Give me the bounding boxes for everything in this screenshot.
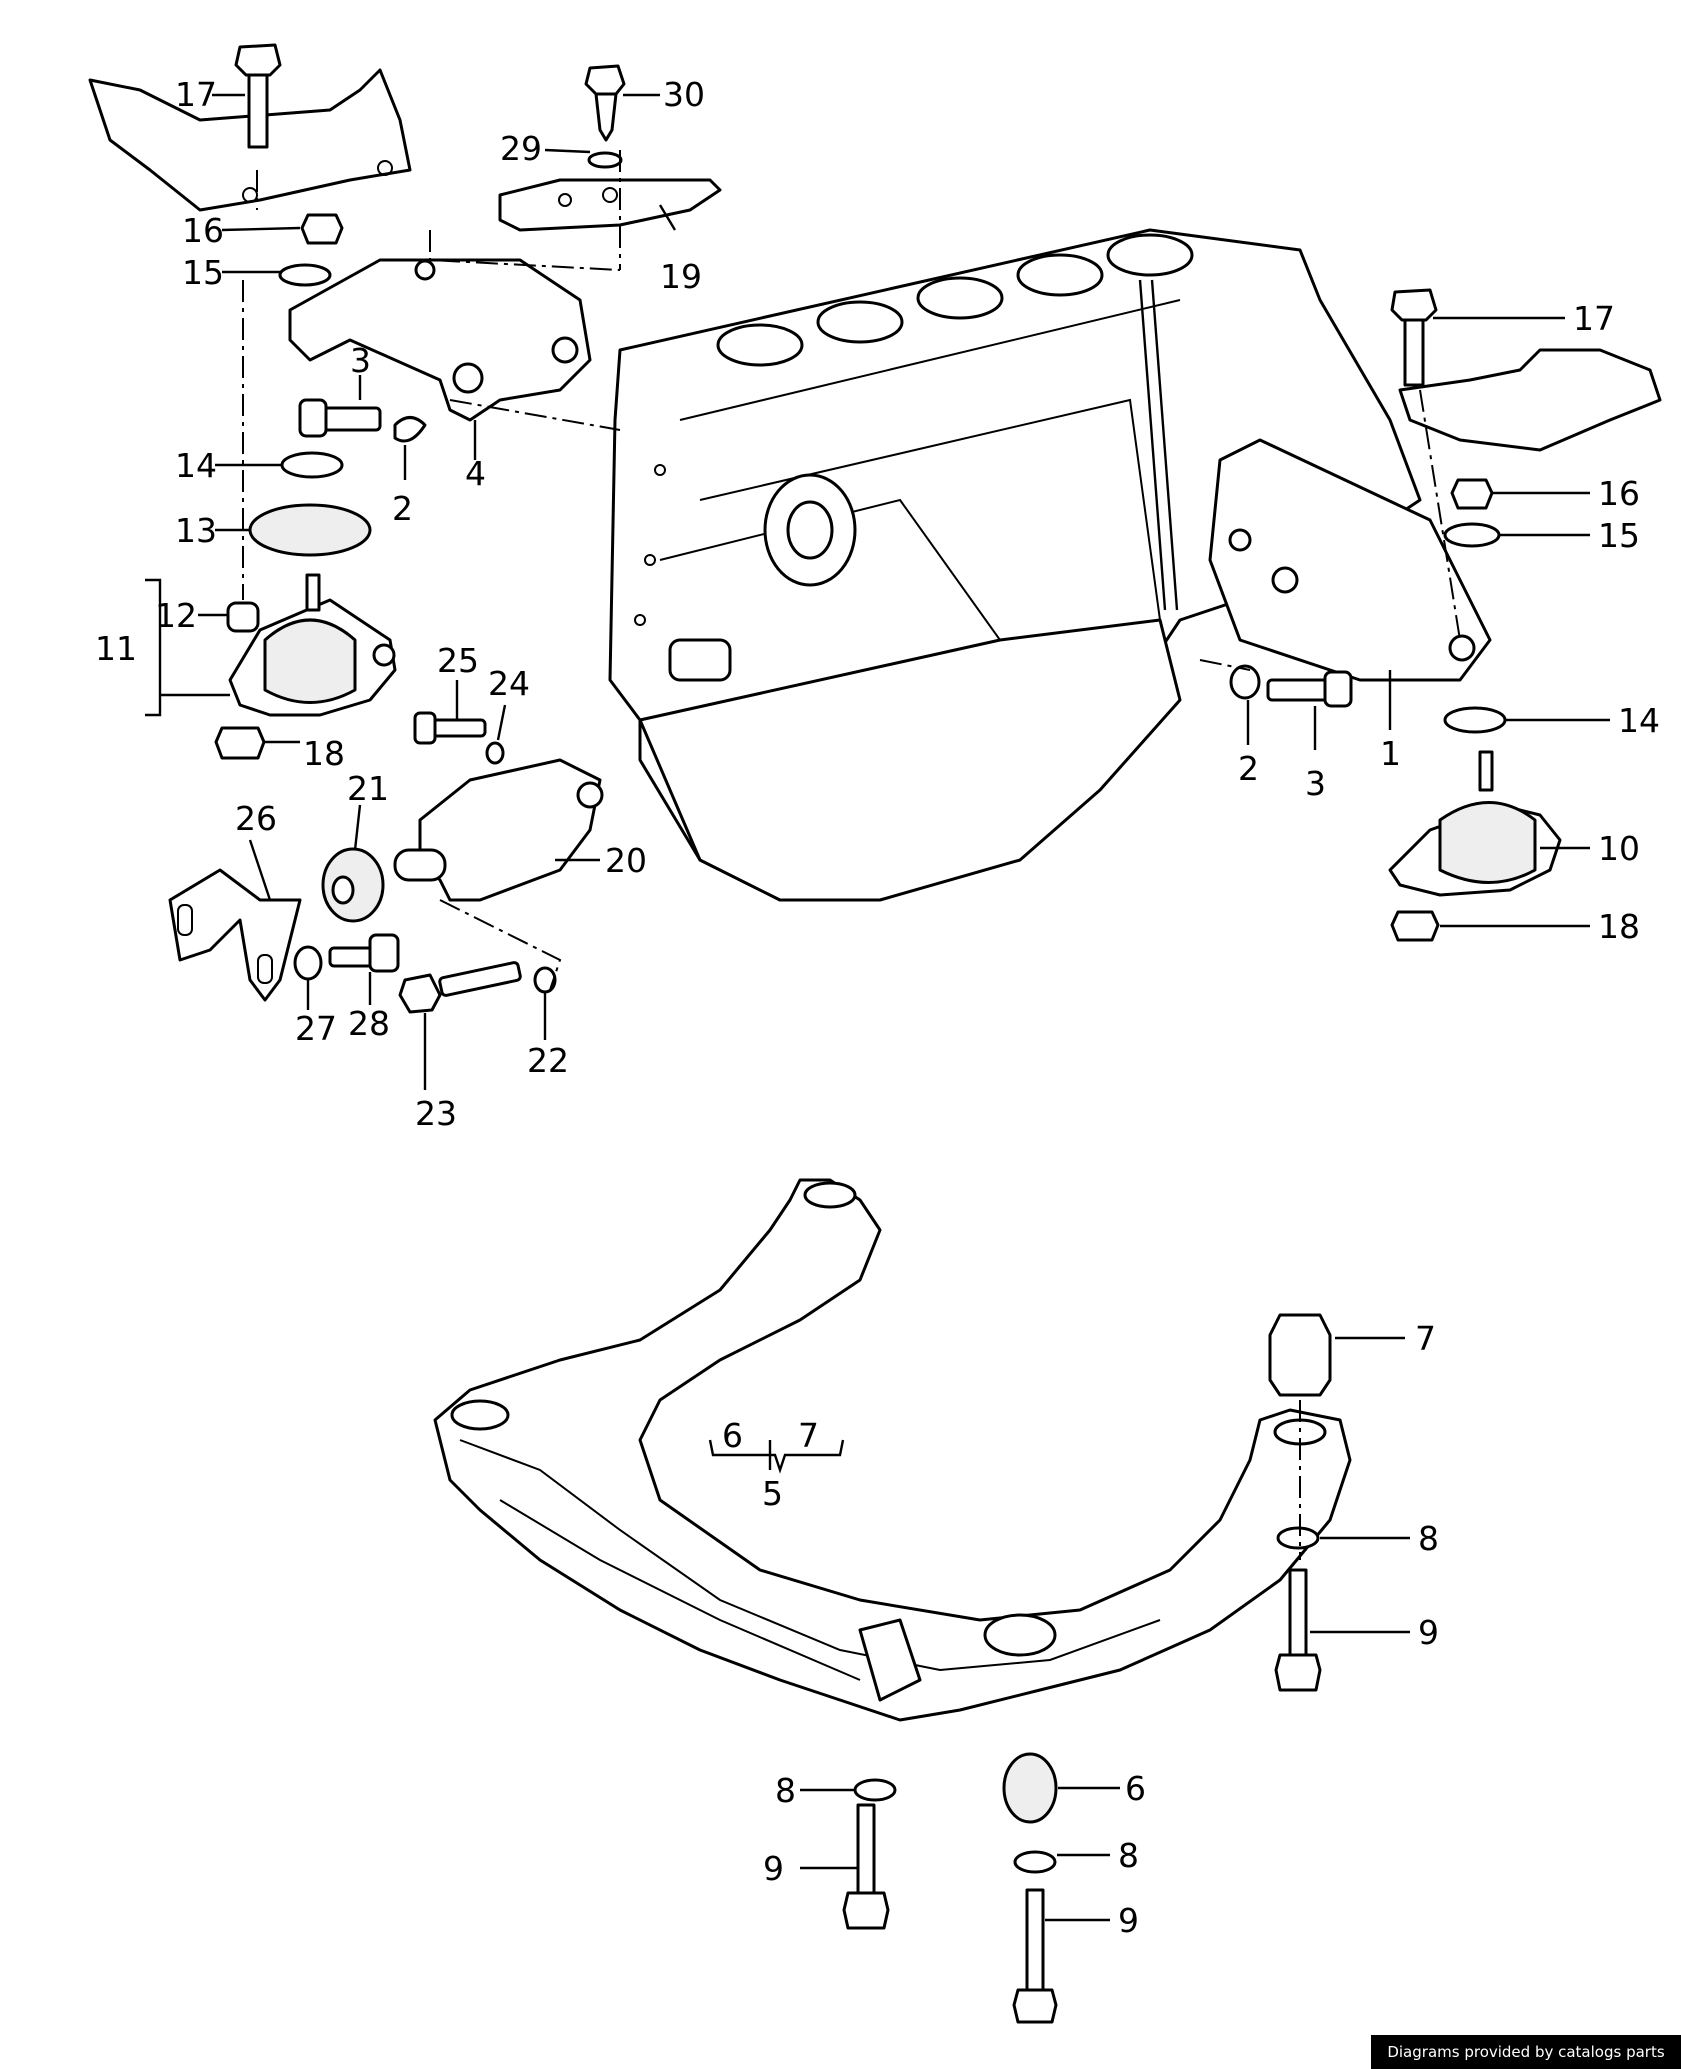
- bracket-26: [168, 868, 302, 1002]
- subframe: [433, 1178, 1352, 1722]
- callout-27: 27: [295, 1009, 337, 1048]
- left-engine-mount-11: [228, 573, 397, 717]
- callout-6-lower: 6: [1125, 1769, 1146, 1808]
- right-engine-bracket: [1208, 438, 1492, 682]
- callout-16-left: 16: [182, 211, 224, 250]
- callout-3-right: 3: [1305, 764, 1326, 803]
- callout-25: 25: [437, 641, 479, 680]
- callout-17-right: 17: [1573, 299, 1615, 338]
- callout-8-lower-left: 8: [775, 1771, 796, 1810]
- callout-21: 21: [347, 769, 389, 808]
- callout-4: 4: [465, 454, 486, 493]
- left-engine-bracket: [288, 258, 592, 422]
- callout-16-right: 16: [1598, 474, 1640, 513]
- callout-9-right: 9: [1418, 1613, 1439, 1652]
- callout-14-right: 14: [1618, 701, 1660, 740]
- callout-15-left: 15: [182, 253, 224, 292]
- callout-12: 12: [155, 596, 197, 635]
- bushing-21: [321, 847, 385, 923]
- right-engine-mount-10: [1388, 750, 1562, 897]
- callout-labels: 17 30 29 19 16 15 3 2 4 14 13 12 11 18 2…: [95, 75, 1660, 1940]
- callout-10: 10: [1598, 829, 1640, 868]
- callout-1: 1: [1380, 734, 1401, 773]
- callout-5: 5: [762, 1474, 783, 1513]
- callout-19: 19: [660, 257, 702, 296]
- fasteners-upper: [214, 43, 1507, 1014]
- bracket-plate-19: [498, 178, 722, 232]
- callout-9-lower-left: 9: [763, 1849, 784, 1888]
- callout-23: 23: [415, 1094, 457, 1133]
- callout-13: 13: [175, 511, 217, 550]
- bracket-20: [393, 758, 604, 902]
- callout-8-right: 8: [1418, 1519, 1439, 1558]
- callout-29: 29: [500, 129, 542, 168]
- callout-22: 22: [527, 1041, 569, 1080]
- callout-3-left: 3: [350, 341, 371, 380]
- callout-2-right: 2: [1238, 749, 1259, 788]
- callout-14-left: 14: [175, 446, 217, 485]
- callout-18-right: 18: [1598, 907, 1640, 946]
- callout-24: 24: [488, 664, 530, 703]
- callout-2-left: 2: [392, 489, 413, 528]
- right-heat-shield: [1398, 348, 1662, 452]
- callout-7-upper: 7: [1415, 1319, 1436, 1358]
- engine-block: [608, 228, 1422, 902]
- callout-8-lower-right: 8: [1118, 1836, 1139, 1875]
- callout-20: 20: [605, 841, 647, 880]
- callout-30: 30: [663, 75, 705, 114]
- leader-lines: [145, 93, 1610, 1922]
- callout-6-group: 6: [722, 1416, 743, 1455]
- callout-15-right: 15: [1598, 516, 1640, 555]
- callout-11: 11: [95, 629, 137, 668]
- callout-7-group: 7: [798, 1416, 819, 1455]
- callout-28: 28: [348, 1004, 390, 1043]
- callout-18-left: 18: [303, 734, 345, 773]
- fasteners-lower: [842, 1313, 1332, 2024]
- callout-9-lower-right: 9: [1118, 1901, 1139, 1940]
- alignment-lines: [242, 150, 1461, 1560]
- callout-17-left: 17: [175, 75, 217, 114]
- credit-banner: Diagrams provided by catalogs parts: [1371, 2035, 1681, 2069]
- callout-26: 26: [235, 799, 277, 838]
